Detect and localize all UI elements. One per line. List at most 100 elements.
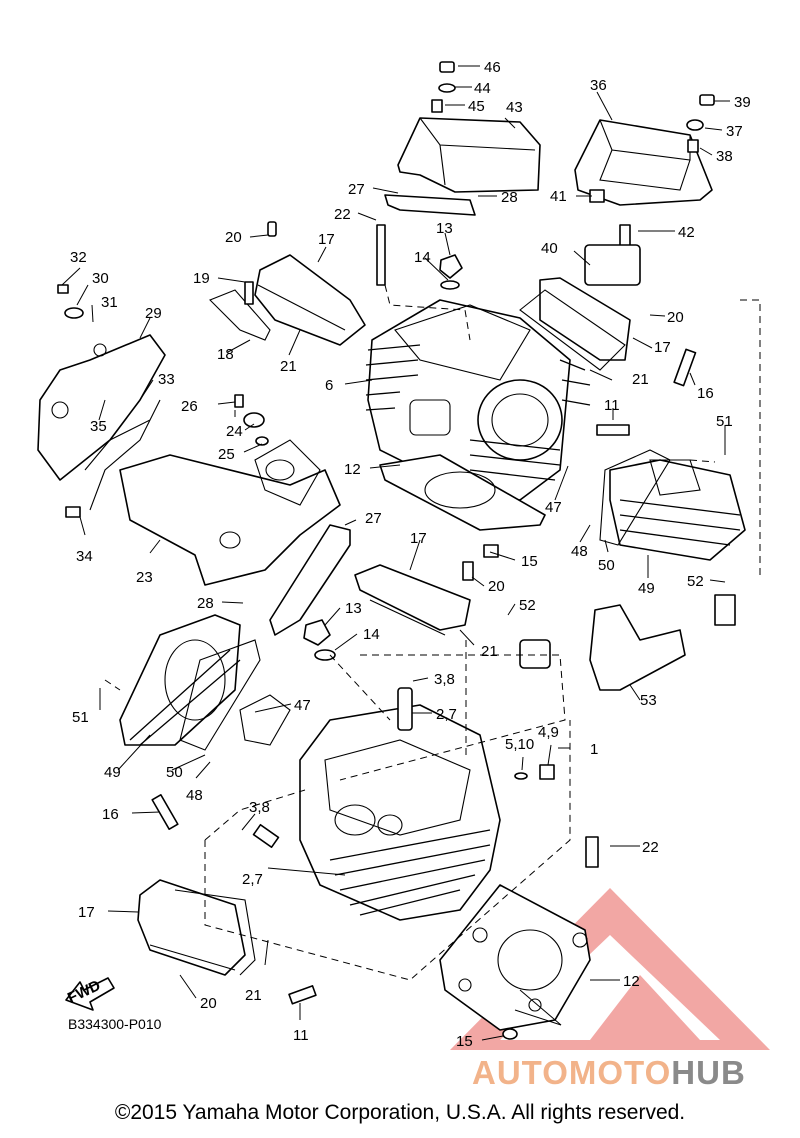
callout-42: 42 [678,224,695,241]
callout-2-7-bottom: 2,7 [242,871,263,888]
callout-53: 53 [640,692,657,709]
callout-4-9: 4,9 [538,724,559,741]
callout-20-d: 20 [200,995,217,1012]
callout-21-c: 21 [481,643,498,660]
callout-43: 43 [506,99,523,116]
watermark-brand-part2: HUB [671,1054,746,1091]
callout-3-8-top: 3,8 [434,671,455,688]
callout-44: 44 [474,80,491,97]
callout-20-a: 20 [225,229,242,246]
head-cover-17-top [209,254,366,346]
callout-18: 18 [217,346,234,363]
callout-21-a: 21 [280,358,297,375]
callout-1: 1 [590,741,598,758]
callout-26: 26 [181,398,198,415]
callout-50-right: 50 [598,557,615,574]
bracket-27-top [384,194,476,216]
watermark-brand-part1: AUTOMOTO [472,1054,672,1091]
gasket-50-left [179,639,261,751]
side-cover-49-left [119,614,241,746]
callout-27-top: 27 [348,181,365,198]
front-cylinder-head [299,704,501,921]
callout-5-10: 5,10 [505,736,534,753]
assembly-guide-lines [104,284,761,981]
callout-23: 23 [136,569,153,586]
watermark-brand: AUTOMOTOHUB [472,1054,746,1092]
callout-49-right: 49 [638,580,655,597]
callout-22-top: 22 [334,206,351,223]
callout-30: 30 [92,270,109,287]
callout-28-top: 28 [501,189,518,206]
callout-11-bottom: 11 [293,1027,309,1044]
callout-17-a: 17 [318,231,335,248]
callout-20-c: 20 [488,578,505,595]
callout-35: 35 [90,418,107,435]
callout-11-top: 11 [604,397,620,414]
left-side-cover [37,334,166,481]
callout-17-b: 17 [654,339,671,356]
cylinder-gasket-rear [379,454,546,531]
callout-14-top: 14 [414,249,431,266]
callout-27-mid: 27 [365,510,382,527]
callout-41: 41 [550,188,567,205]
front-rocker-cover [397,117,541,193]
callout-29: 29 [145,305,162,322]
head-cover-17-mid [354,564,471,636]
callout-16-bottom: 16 [102,806,119,823]
callout-51-right: 51 [716,413,733,430]
callout-52-mid: 52 [519,597,536,614]
callout-19: 19 [193,270,210,287]
callout-28-mid: 28 [197,595,214,612]
gasket-47-left [239,694,291,746]
callout-36: 36 [590,77,607,94]
fasteners [57,61,736,1040]
callout-34: 34 [76,548,93,565]
callout-21-d: 21 [245,987,262,1004]
callout-37: 37 [726,123,743,140]
callout-22-bottom: 22 [642,839,659,856]
callout-33: 33 [158,371,175,388]
left-large-cover [119,439,341,586]
head-cover-17-bottom [137,879,256,976]
callout-12-bottom: 12 [623,973,640,990]
callout-38: 38 [716,148,733,165]
callout-24: 24 [226,423,243,440]
callout-3-8-bottom: 3,8 [249,799,270,816]
left-bracket [84,399,161,511]
callout-51-left: 51 [72,709,89,726]
callout-20-b: 20 [667,309,684,326]
rear-rocker-cover [574,119,713,206]
callout-50-left: 50 [166,764,183,781]
callout-16-top: 16 [697,385,714,402]
callout-40: 40 [541,240,558,257]
callout-31: 31 [101,294,118,311]
callout-labels: 46 44 45 43 36 39 37 38 27 28 41 22 13 2… [70,59,751,1050]
callout-48-top: 48 [571,543,588,560]
callout-32: 32 [70,249,87,266]
callout-15-bottom: 15 [456,1033,473,1050]
callout-52-right: 52 [687,573,704,590]
rear-cylinder-head [365,299,591,501]
callout-46: 46 [484,59,501,76]
callout-25: 25 [218,446,235,463]
leader-lines [61,65,730,1041]
callout-47-left: 47 [294,697,311,714]
callout-49-left: 49 [104,764,121,781]
callout-17-c: 17 [410,530,427,547]
callout-48-left: 48 [186,787,203,804]
callout-13-top: 13 [436,220,453,237]
callout-2-7-top: 2,7 [436,706,457,723]
callout-17-d: 17 [78,904,95,921]
callout-47-top: 47 [545,499,562,516]
callout-12-top: 12 [344,461,361,478]
bracket-53 [589,604,686,691]
bracket-27-mid [269,524,351,636]
side-cover-49-right [609,459,746,561]
callout-6: 6 [325,377,333,394]
callout-45: 45 [468,98,485,115]
callout-14-mid: 14 [363,626,380,643]
callout-39: 39 [734,94,751,111]
callout-13-mid: 13 [345,600,362,617]
callout-15-top: 15 [521,553,538,570]
